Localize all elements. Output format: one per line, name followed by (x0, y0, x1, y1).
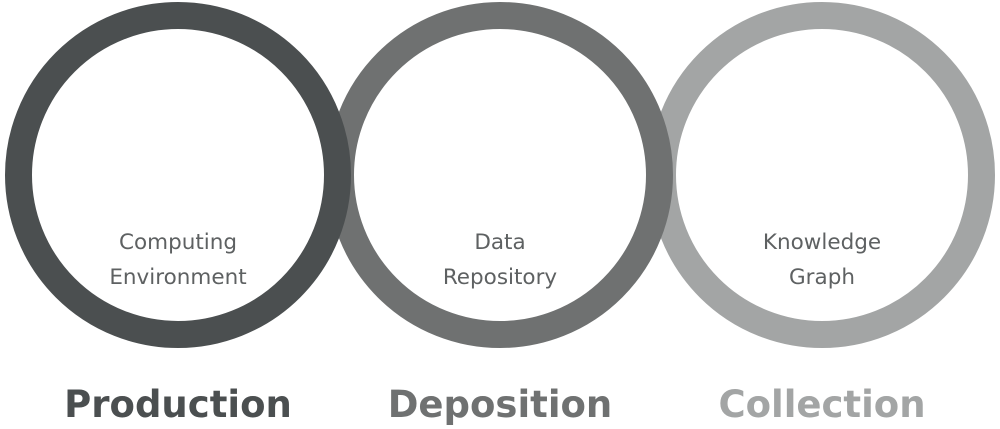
deposition-ring (327, 2, 673, 348)
label-line: Computing (118, 230, 238, 255)
collection-ring (649, 2, 995, 348)
label-line: Repository (442, 265, 558, 290)
collection-title: Collection (718, 383, 926, 426)
data-repository-label: Data Repository (400, 225, 600, 295)
knowledge-graph-label: Knowledge Graph (722, 225, 922, 295)
deposition-title: Deposition (387, 383, 613, 426)
label-line: Environment (109, 265, 247, 290)
computing-environment-label: Computing Environment (78, 225, 278, 295)
label-line: Data (474, 230, 526, 255)
label-line: Graph (789, 265, 855, 290)
production-ring (5, 2, 351, 348)
production-title: Production (64, 383, 292, 426)
label-line: Knowledge (762, 230, 882, 255)
